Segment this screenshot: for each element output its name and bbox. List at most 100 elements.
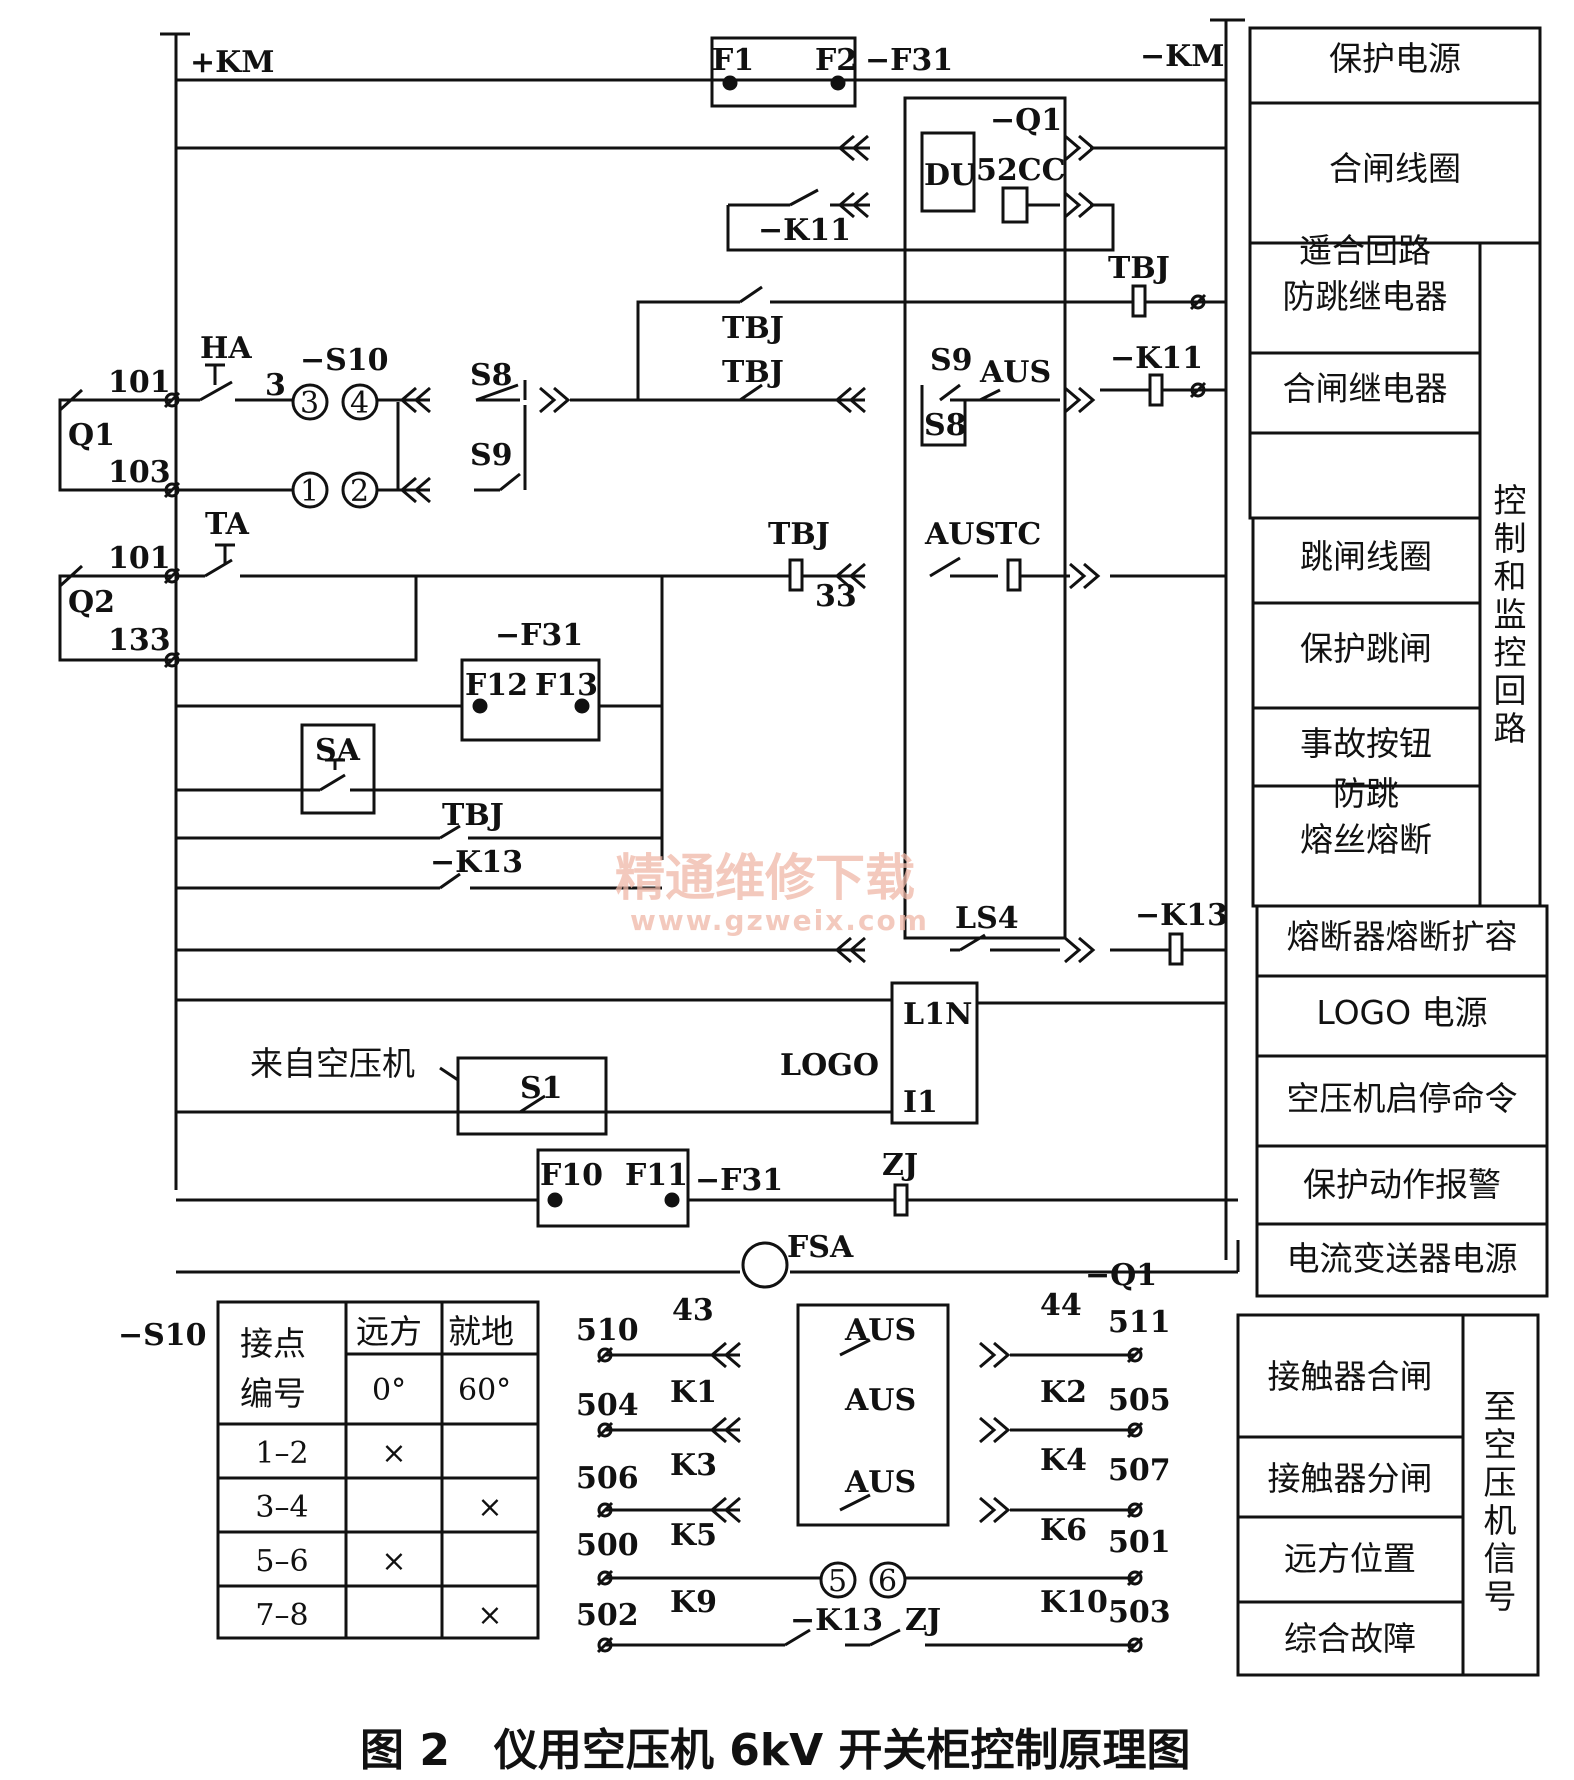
fuse-f12-f13 — [176, 658, 662, 742]
label-tbj5: TBJ — [442, 798, 504, 833]
label-k5: K5 — [670, 1518, 717, 1553]
signal-row-label: 综合故障 — [1284, 1619, 1416, 1658]
function-row-label: 保护跳闸 — [1300, 629, 1432, 668]
s10-row-local: × — [477, 1490, 502, 1525]
connector-symbol — [837, 134, 869, 162]
signal-row-label: 接触器分闸 — [1268, 1459, 1433, 1498]
terminal-symbol — [1189, 381, 1207, 399]
s10-table — [216, 1300, 540, 1640]
label-du: DU — [924, 158, 976, 193]
label-zj: ZJ — [882, 1148, 918, 1183]
label-f13: F13 — [535, 668, 598, 703]
anti-pump-rows — [176, 824, 662, 890]
connector-symbol — [1064, 936, 1096, 964]
label-tbj4: TBJ — [768, 517, 830, 552]
label-s8b: S8 — [924, 408, 967, 443]
figure-caption: 图 2 仪用空压机 6kV 开关柜控制原理图 — [360, 1725, 1191, 1776]
function-table-text: 保护电源合闸线圈遥合回路防跳继电器合闸继电器跳闸线圈保护跳闸事故按钮防跳熔丝熔断… — [1283, 39, 1518, 1278]
s10-row-id: 5–6 — [255, 1544, 308, 1579]
s10-table-rows: 1–2×3–4×5–6×7–8× — [255, 1436, 502, 1633]
connector-symbol — [837, 191, 869, 219]
function-row-label: 跳闸线圈 — [1300, 537, 1432, 576]
label-f2: F2 — [815, 43, 857, 78]
label-k4: K4 — [1040, 1443, 1087, 1478]
terminal-symbol — [163, 391, 181, 409]
q1-switch — [58, 388, 172, 492]
s10-header-contact: 接点 — [240, 1324, 306, 1363]
s10-row-id: 7–8 — [255, 1598, 308, 1633]
function-row-label: 防跳 — [1333, 774, 1399, 813]
signal-row-label: 远方位置 — [1284, 1539, 1416, 1578]
label-510: 510 — [576, 1313, 639, 1348]
label-44: 44 — [1040, 1288, 1082, 1323]
connector-symbol — [709, 1341, 741, 1369]
label-q2-switch: Q2 — [68, 585, 115, 620]
s10-header-remote: 远方 — [356, 1312, 422, 1351]
function-row-label: 事故按钮 — [1300, 724, 1432, 763]
signal-table — [1236, 1313, 1540, 1677]
label-sig-q1: −Q1 — [1085, 1258, 1157, 1293]
label-tbj1: TBJ — [1108, 251, 1170, 286]
label-aus-2: AUS — [844, 1383, 916, 1418]
label-s9b: S9 — [930, 343, 973, 378]
label-k2: K2 — [1040, 1375, 1087, 1410]
q2-switch — [58, 564, 172, 662]
label-101a: 101 — [108, 365, 171, 400]
label-k13b: −K13 — [1135, 898, 1228, 933]
function-row-label: 合闸线圈 — [1329, 149, 1461, 188]
label-fsa: FSA — [787, 1230, 854, 1265]
watermark-text: 精通维修下载 — [615, 849, 915, 907]
label-tbj2: TBJ — [722, 311, 784, 346]
label-k11b: −K11 — [1110, 341, 1203, 376]
label-501: 501 — [1108, 1525, 1171, 1560]
terminal-symbol — [1126, 1421, 1144, 1439]
label-k1: K1 — [670, 1375, 717, 1410]
function-row-label: 熔丝熔断 — [1300, 820, 1432, 859]
label-l1n: L1N — [903, 997, 972, 1032]
label-f1: F1 — [712, 43, 754, 78]
function-row-label: 保护电源 — [1329, 39, 1461, 78]
function-row-label: 防跳继电器 — [1283, 277, 1448, 316]
label-k13a: −K13 — [430, 845, 523, 880]
connector-symbol — [1064, 386, 1096, 414]
connector-symbol — [399, 386, 431, 414]
label-aus1: AUS — [979, 355, 1051, 390]
label-500: 500 — [576, 1528, 639, 1563]
tbj-row — [636, 284, 1226, 400]
label-ha: HA — [200, 331, 252, 366]
label-logo: LOGO — [780, 1048, 879, 1083]
connector-symbol — [979, 1496, 1011, 1524]
s10-angle-0: 0° — [372, 1373, 406, 1408]
label-node-3: 3 — [265, 368, 286, 403]
label-aus-1: AUS — [844, 1313, 916, 1348]
connector-symbol — [834, 936, 866, 964]
contact-6: 6 — [878, 1564, 897, 1599]
connector-symbol — [709, 1416, 741, 1444]
label-k3: K3 — [670, 1448, 717, 1483]
s10-row-id: 3–4 — [255, 1490, 308, 1525]
label-sig-k13: −K13 — [790, 1603, 883, 1638]
label-aus-3: AUS — [844, 1465, 916, 1500]
function-row-label: 遥合回路 — [1299, 231, 1431, 270]
s10-table-label: −S10 — [118, 1318, 207, 1353]
contact-2: 2 — [350, 474, 369, 509]
connector-symbol — [709, 1496, 741, 1524]
terminal-symbol — [1126, 1346, 1144, 1364]
label-s10: −S10 — [300, 343, 389, 378]
connector-symbol — [979, 1416, 1011, 1444]
function-row-label: 电流变送器电源 — [1287, 1239, 1518, 1278]
label-sig-zj: ZJ — [905, 1603, 941, 1638]
label-f10: F10 — [540, 1158, 603, 1193]
function-row-label: LOGO 电源 — [1316, 993, 1487, 1032]
terminal-symbol — [1126, 1501, 1144, 1519]
label-f31b: −F31 — [495, 618, 583, 653]
label-f12: F12 — [465, 668, 528, 703]
s9-row — [176, 402, 527, 509]
terminal-symbol — [163, 651, 181, 669]
s10-row-id: 1–2 — [255, 1436, 308, 1471]
connector-symbol — [979, 1341, 1011, 1369]
label-506: 506 — [576, 1461, 639, 1496]
group-label-control: 控制和监控回路 — [1494, 481, 1527, 748]
